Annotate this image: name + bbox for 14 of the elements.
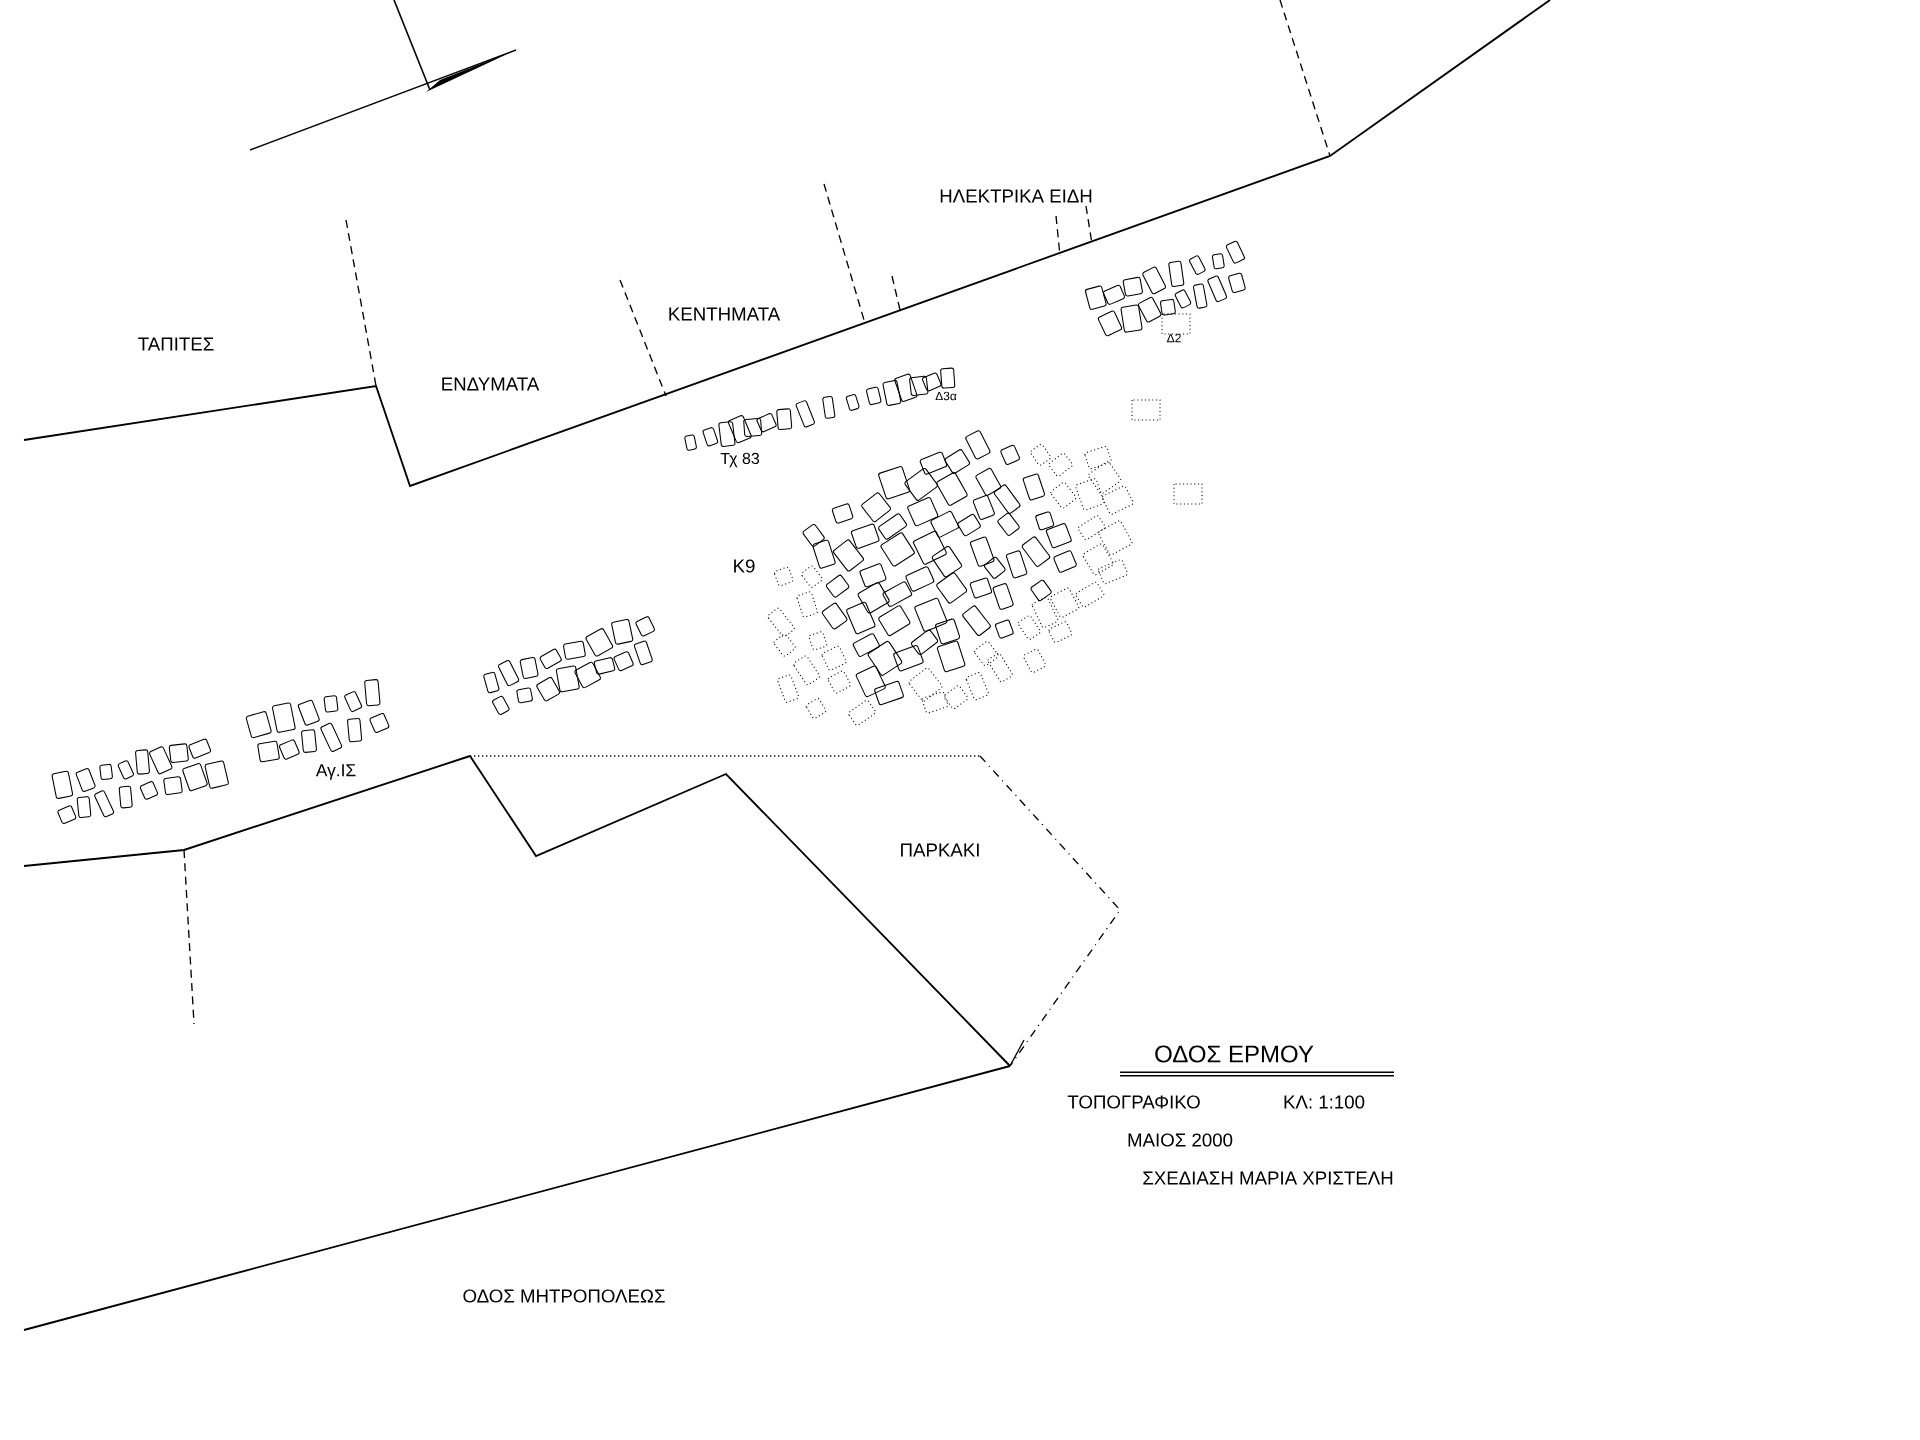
shop-label: ΕΝΔΥΜΑΤΑ (442, 377, 540, 391)
author-note: ΣΧΕΔΙΑΣΗ ΜΑΡΙΑ ΧΡΙΣΤΕΛΗ (1143, 1171, 1393, 1185)
shop-label: ΤΑΠΙΤΕΣ (138, 337, 214, 351)
trench-label: Κ9 (734, 559, 755, 573)
plot-label: ΠΑΡΚΑΚΙ (901, 843, 979, 857)
sheet-note: ΤΟΠΟΓΡΑΦΙΚΟ (1067, 1095, 1200, 1109)
date-note: ΜΑΙΟΣ 2000 (1128, 1133, 1233, 1147)
shop-label: ΗΛΕΚΤΡΙΚΑ ΕΙΔΗ (940, 189, 1092, 203)
scale-note: ΚΛ: 1:100 (1284, 1095, 1365, 1109)
trench-label: Αγ.ΙΣ (315, 764, 356, 780)
shop-label: ΚΕΝΤΗΜΑΤΑ (669, 307, 781, 321)
street-name: ΟΔΟΣ ΜΗΤΡΟΠΟΛΕΩΣ (463, 1289, 665, 1303)
trench-label: Τχ 83 (720, 452, 760, 468)
plan-title: ΟΔΟΣ ΕΡΜΟΥ (1155, 1045, 1314, 1063)
